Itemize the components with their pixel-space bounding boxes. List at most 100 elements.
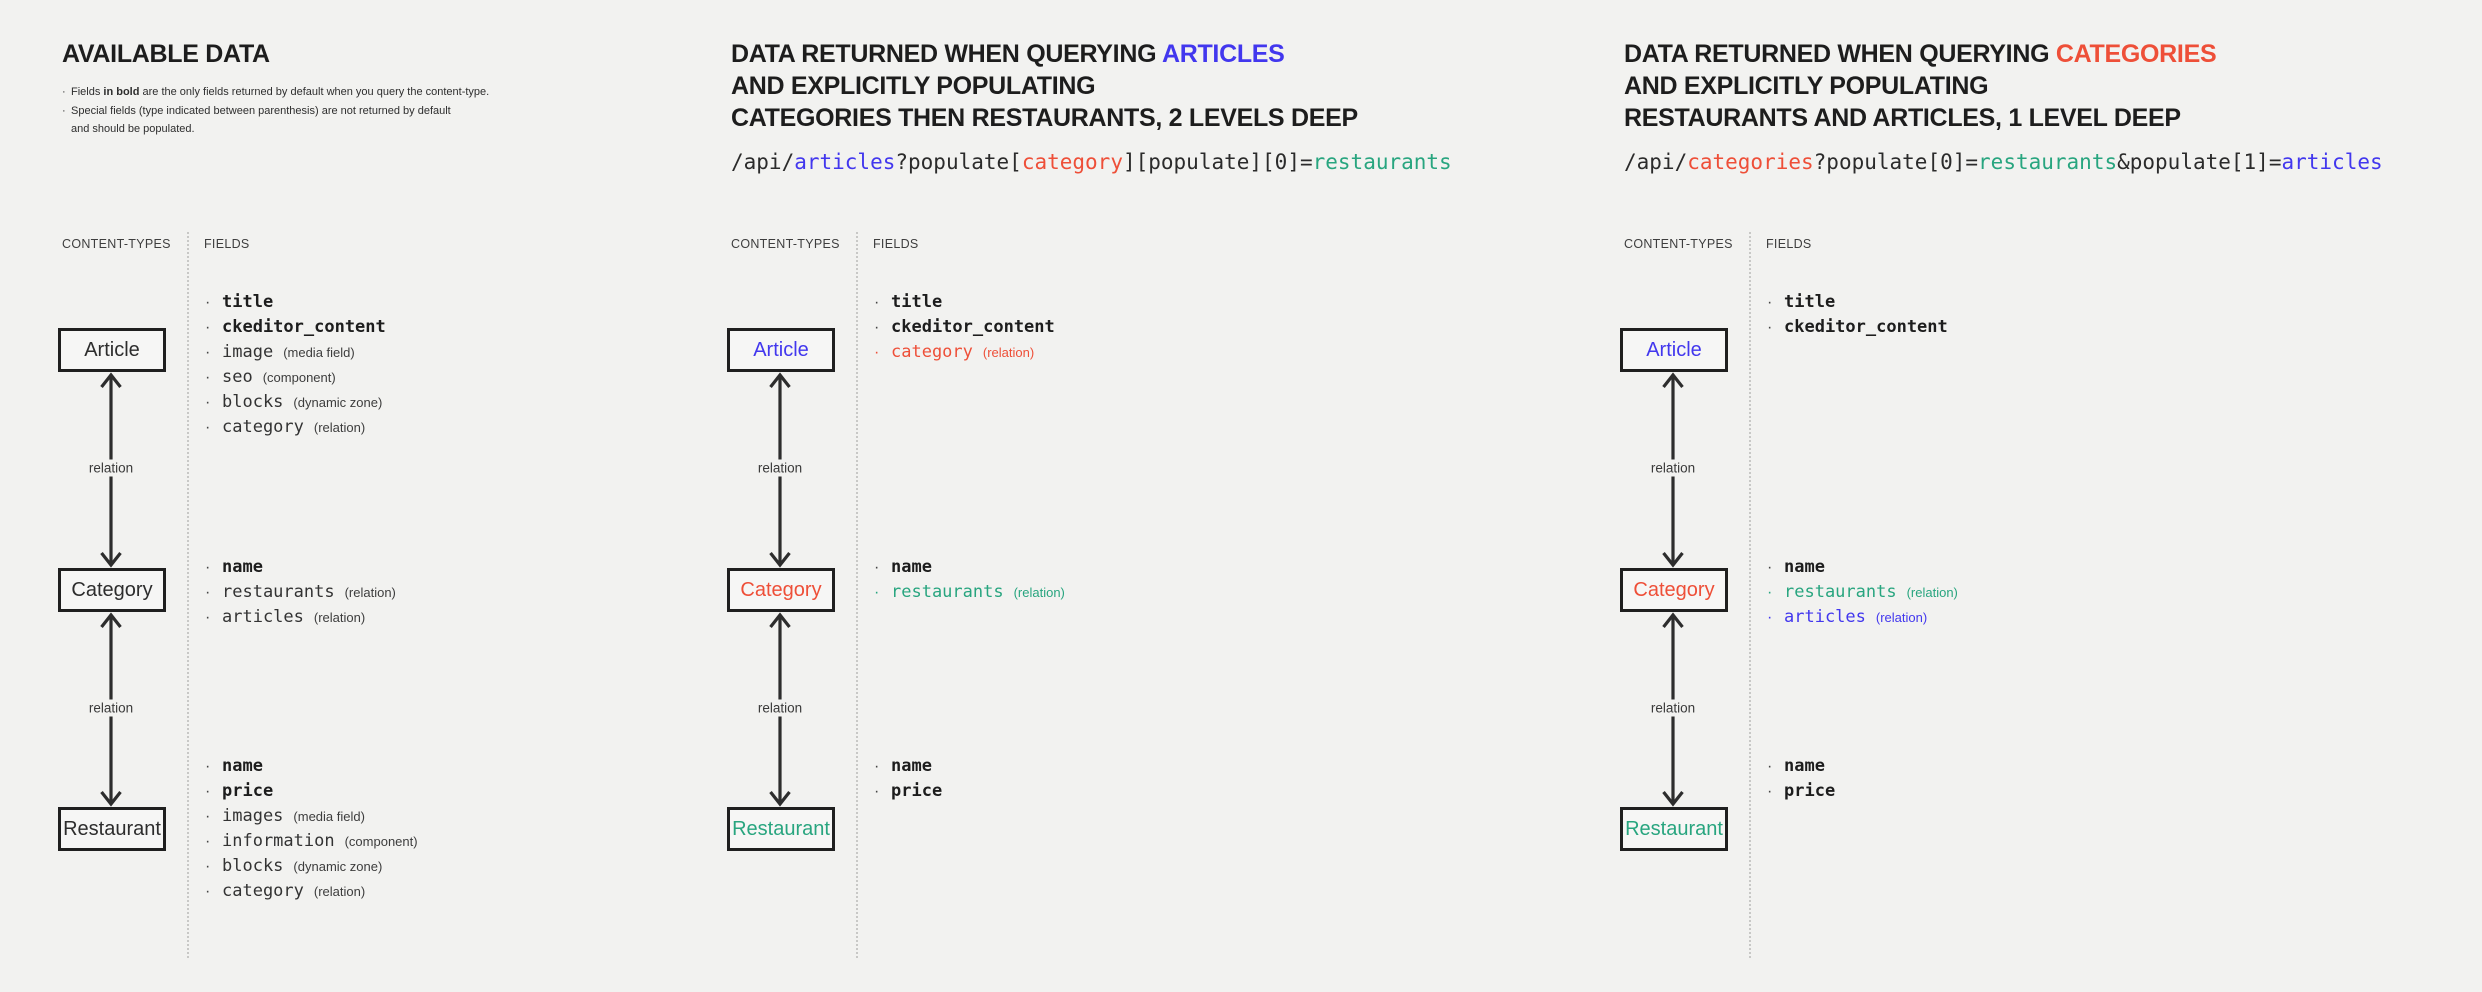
field-bullet-icon: · bbox=[205, 783, 211, 800]
column-title-line: DATA RETURNED WHEN QUERYING ARTICLES bbox=[731, 38, 1358, 70]
content-type-label: Category bbox=[1633, 578, 1715, 601]
field-row: · price bbox=[205, 779, 418, 804]
field-name: category bbox=[222, 417, 304, 437]
relation-label: relation bbox=[753, 699, 807, 717]
api-query-code-segment: ?populate[ bbox=[895, 150, 1022, 174]
content-types-header: CONTENT-TYPES bbox=[1624, 237, 1733, 251]
field-bullet-icon: · bbox=[205, 344, 211, 361]
field-bullet-icon: · bbox=[205, 394, 211, 411]
api-query-code-segment: ][populate][0]= bbox=[1122, 150, 1313, 174]
column-title-line: RESTAURANTS AND ARTICLES, 1 LEVEL DEEP bbox=[1624, 102, 2216, 134]
field-type-annotation: (component) bbox=[344, 834, 418, 849]
field-bullet-icon: · bbox=[205, 609, 211, 626]
column-title-line: AND EXPLICITLY POPULATING bbox=[731, 70, 1358, 102]
api-query-code-segment: restaurants bbox=[1312, 150, 1452, 174]
field-bullet-icon: · bbox=[874, 319, 880, 336]
field-type-annotation: (relation) bbox=[1013, 585, 1065, 600]
field-bullet-icon: · bbox=[1767, 609, 1773, 626]
fields-list: ·name·restaurants(relation) bbox=[874, 555, 1065, 605]
content-type-box-category: Category bbox=[1620, 568, 1728, 612]
field-bullet-icon: · bbox=[874, 344, 880, 361]
title-text: AND EXPLICITLY POPULATING bbox=[1624, 72, 1989, 100]
field-bullet-icon: · bbox=[205, 419, 211, 436]
content-type-label: Restaurant bbox=[732, 817, 830, 840]
content-types-header: CONTENT-TYPES bbox=[731, 237, 840, 251]
field-bullet-icon: · bbox=[205, 833, 211, 850]
note-segment: are the only fields returned by default … bbox=[139, 86, 490, 98]
field-name: restaurants bbox=[891, 582, 1004, 602]
field-row: ·articles(relation) bbox=[1767, 605, 1958, 630]
api-query-code-segment: category bbox=[1021, 150, 1123, 174]
field-row: ·blocks(dynamic zone) bbox=[205, 854, 418, 879]
field-name: category bbox=[222, 881, 304, 901]
note-bullet-icon: · bbox=[62, 104, 66, 117]
api-query-code-segment: /api/ bbox=[1624, 150, 1688, 174]
content-type-label: Article bbox=[753, 338, 809, 361]
field-name: name bbox=[222, 756, 263, 776]
field-name: name bbox=[1784, 557, 1825, 577]
field-name: name bbox=[891, 756, 932, 776]
field-type-annotation: (dynamic zone) bbox=[293, 859, 383, 874]
field-name: ckeditor_content bbox=[222, 317, 386, 337]
field-row: · category (relation) bbox=[205, 415, 386, 440]
field-name: name bbox=[891, 557, 932, 577]
column-title-line: DATA RETURNED WHEN QUERYING CATEGORIES bbox=[1624, 38, 2217, 70]
field-name: ckeditor_content bbox=[891, 317, 1055, 337]
content-type-label: Article bbox=[84, 338, 140, 361]
field-bullet-icon: · bbox=[205, 559, 211, 576]
field-row: ·name bbox=[205, 754, 418, 779]
note-segment: Fields bbox=[71, 86, 104, 98]
content-type-label: Category bbox=[71, 578, 153, 601]
title-text: CATEGORIES THEN RESTAURANTS, 2 LEVELS DE… bbox=[731, 104, 1358, 132]
field-name: seo bbox=[222, 367, 253, 387]
field-bullet-icon: · bbox=[205, 319, 211, 336]
fields-list: ·title·ckeditor_content·image(media fiel… bbox=[205, 290, 386, 440]
field-name: title bbox=[891, 292, 943, 312]
field-type-annotation: (media field) bbox=[283, 345, 355, 360]
notes-list: · Fields in bold are the only fields retu… bbox=[62, 83, 489, 139]
field-name: price bbox=[222, 781, 274, 801]
content-type-box-article: Article bbox=[727, 328, 835, 372]
field-type-annotation: (relation) bbox=[1875, 610, 1928, 625]
note-segment: Special fields (type indicated between p… bbox=[71, 104, 451, 117]
note-line: Fields in bold are the only fields retur… bbox=[71, 83, 489, 102]
note-item: · Special fields (type indicated between … bbox=[62, 102, 489, 139]
field-name: blocks bbox=[222, 856, 284, 876]
api-query-code-segment: articles bbox=[794, 150, 896, 174]
field-type-annotation: (dynamic zone) bbox=[293, 395, 383, 410]
field-row: ·name bbox=[1767, 754, 1835, 779]
field-row: ·title bbox=[205, 290, 386, 315]
field-row: ·category(relation) bbox=[205, 879, 418, 904]
field-row: ·articles(relation) bbox=[205, 605, 396, 630]
field-row: ·price bbox=[1767, 779, 1835, 804]
field-name: price bbox=[1784, 781, 1836, 801]
note-text: Fields in bold are the only fields retur… bbox=[71, 83, 489, 102]
field-row: ·seo(component) bbox=[205, 365, 386, 390]
field-row: ·restaurants(relation) bbox=[1767, 580, 1958, 605]
api-query-code-segment: restaurants bbox=[1978, 150, 2118, 174]
field-row: ·price bbox=[874, 779, 942, 804]
field-name: name bbox=[222, 557, 263, 577]
field-bullet-icon: · bbox=[205, 584, 211, 601]
field-bullet-icon: · bbox=[1767, 758, 1773, 775]
relation-label: relation bbox=[84, 459, 138, 477]
title-text: RESTAURANTS AND ARTICLES, 1 LEVEL DEEP bbox=[1624, 104, 2181, 132]
fields-list: ·title·ckeditor_content·category(relatio… bbox=[874, 290, 1055, 365]
title-text: DATA RETURNED WHEN QUERYING bbox=[1624, 40, 2056, 68]
field-bullet-icon: · bbox=[1767, 584, 1773, 601]
field-row: ·images(media field) bbox=[205, 804, 418, 829]
field-row: ·blocks(dynamic zone) bbox=[205, 390, 386, 415]
dotted-divider bbox=[1749, 232, 1751, 958]
fields-header: FIELDS bbox=[873, 237, 919, 251]
title-text: AVAILABLE DATA bbox=[62, 40, 270, 68]
field-type-annotation: (relation) bbox=[344, 585, 396, 600]
column-title: AVAILABLE DATA bbox=[62, 38, 270, 70]
field-bullet-icon: · bbox=[205, 369, 211, 386]
fields-list: ·name·price bbox=[874, 754, 942, 804]
field-type-annotation: (relation) bbox=[313, 420, 366, 435]
field-name: articles bbox=[222, 607, 304, 627]
field-bullet-icon: · bbox=[1767, 559, 1773, 576]
field-row: · name bbox=[205, 555, 396, 580]
field-name: restaurants bbox=[1784, 582, 1897, 602]
